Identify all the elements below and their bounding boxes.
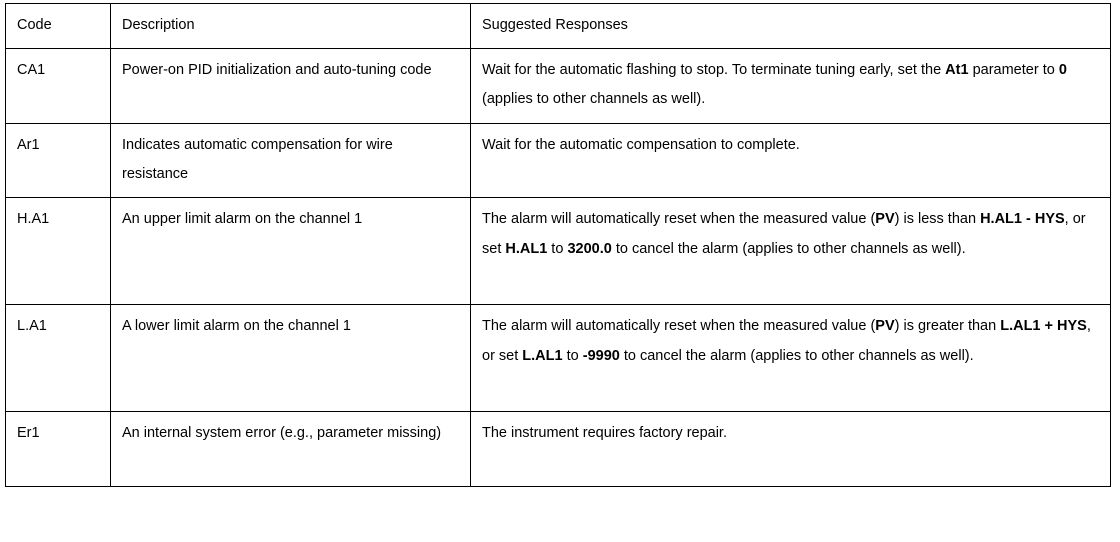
cell-code: L.A1 [5,304,111,413]
cell-response: The instrument requires factory repair. [470,411,1111,488]
body-text: parameter to [968,61,1059,78]
body-text: to [562,347,583,364]
error-code-table: Code Description Suggested Responses CA1… [5,3,1111,488]
emphasized-term: L.AL1 + HYS [1000,318,1087,335]
table-row: L.A1 A lower limit alarm on the channel … [5,304,1111,413]
cell-response: The alarm will automatically reset when … [470,197,1111,306]
cell-response: Wait for the automatic flashing to stop.… [470,47,1111,124]
emphasized-term: PV [875,211,895,228]
cell-code: Ar1 [5,122,111,199]
column-header-code: Code [5,3,111,49]
emphasized-term: -9990 [582,347,620,364]
table-body: CA1 Power-on PID initialization and auto… [5,47,1111,488]
body-text: , or set [482,318,1091,364]
body-text: The alarm will automatically reset when … [482,318,876,335]
cell-code: CA1 [5,47,111,124]
cell-description: A lower limit alarm on the channel 1 [110,304,471,413]
column-header-description: Description [110,3,471,49]
table-row: CA1 Power-on PID initialization and auto… [5,47,1111,124]
emphasized-term: PV [875,318,895,335]
body-text: Wait for the automatic flashing to stop.… [482,61,946,78]
table-row: Ar1 Indicates automatic compensation for… [5,122,1111,199]
emphasized-term: H.AL1 [505,240,548,257]
cell-code: Er1 [5,411,111,488]
body-text: The instrument requires factory repair. [482,425,727,442]
emphasized-term: 3200.0 [567,240,612,257]
table-header-row: Code Description Suggested Responses [5,3,1111,49]
table-header: Code Description Suggested Responses [5,3,1111,49]
cell-response: The alarm will automatically reset when … [470,304,1111,413]
body-text: to [547,240,568,257]
column-header-responses: Suggested Responses [470,3,1111,49]
table-row: H.A1 An upper limit alarm on the channel… [5,197,1111,306]
body-text: Wait for the automatic compensation to c… [482,136,800,153]
body-text: to cancel the alarm (applies to other ch… [611,240,966,257]
body-text: ) is greater than [894,318,1001,335]
emphasized-term: At1 [945,61,969,78]
body-text: , or set [482,211,1086,257]
body-text: The alarm will automatically reset when … [482,211,876,228]
cell-code: H.A1 [5,197,111,306]
body-text: ) is less than [894,211,981,228]
body-text: (applies to other channels as well). [482,91,706,108]
emphasized-term: H.AL1 - HYS [980,211,1065,228]
cell-description: An internal system error (e.g., paramete… [110,411,471,488]
cell-response: Wait for the automatic compensation to c… [470,122,1111,199]
cell-description: An upper limit alarm on the channel 1 [110,197,471,306]
cell-description: Power-on PID initialization and auto-tun… [110,47,471,124]
body-text: to cancel the alarm (applies to other ch… [619,347,974,364]
cell-description: Indicates automatic compensation for wir… [110,122,471,199]
emphasized-term: 0 [1058,61,1067,78]
table-row: Er1 An internal system error (e.g., para… [5,411,1111,488]
emphasized-term: L.AL1 [522,347,563,364]
